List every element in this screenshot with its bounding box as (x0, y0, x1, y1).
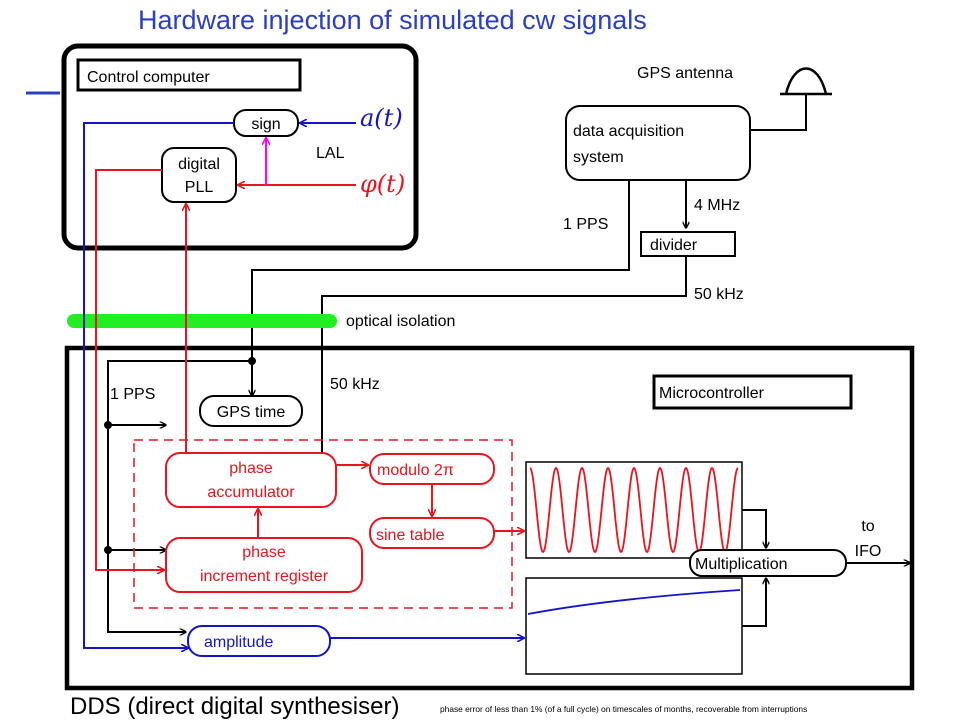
envelope-panel (525, 577, 743, 675)
phase-increment-label-line2: increment register (200, 568, 329, 585)
divider-box (640, 231, 736, 257)
microcontroller-label-box (652, 374, 853, 410)
antenna-to-daq-line (750, 94, 807, 131)
footer-main: DDS (direct digital synthesiser) (70, 693, 399, 720)
digital-pll-label-line2: PLL (185, 179, 214, 196)
phase-increment-box (165, 537, 363, 593)
phi-of-t-label: φ(t) (360, 170, 405, 198)
khz-line (322, 256, 687, 463)
gps-antenna-label: GPS antenna (637, 65, 733, 82)
microcontroller-frame (64, 345, 915, 691)
footer-note: phase error of less than 1% (of a full c… (440, 704, 807, 714)
divider-label: divider (650, 237, 698, 254)
sign-label: sign (251, 116, 280, 133)
phase-accumulator-label-line1: phase (229, 460, 273, 477)
sine-table-box (369, 517, 495, 549)
gps-antenna-icon (784, 67, 828, 95)
envelope-curve (527, 589, 741, 615)
microcontroller-label: Microcontroller (659, 385, 765, 402)
daq-pps-label: 1 PPS (563, 216, 608, 233)
a-of-t-label: a(t) (360, 104, 403, 132)
optical-isolation-label: optical isolation (346, 313, 455, 330)
page-title: Hardware injection of simulated cw signa… (138, 5, 647, 35)
micro-pps-label: 1 PPS (110, 386, 155, 403)
to-ifo-label-line2: IFO (855, 543, 882, 560)
to-ifo-label-line1: to (861, 518, 874, 535)
gps-time-label: GPS time (217, 404, 286, 421)
amplitude-label: amplitude (204, 634, 273, 651)
modulo-label: modulo 2π (377, 462, 454, 479)
pll-to-increment-line (95, 169, 164, 570)
dds-region (133, 439, 513, 609)
envelope-to-multiplication-line (742, 578, 766, 627)
junction-dot (248, 357, 256, 365)
sine-table-label: sine table (376, 527, 445, 544)
mhz-label: 4 MHz (694, 197, 740, 214)
pps-line (252, 180, 630, 396)
phase-increment-label-line1: phase (242, 544, 286, 561)
gps-time-box (199, 395, 303, 427)
multiplication-label: Multiplication (695, 556, 787, 573)
daq-label-line2: system (573, 149, 624, 166)
control-computer-frame (61, 43, 419, 251)
phase-accumulator-label-line2: accumulator (207, 484, 295, 501)
control-computer-label-box (76, 58, 302, 92)
micro-khz-label: 50 kHz (330, 376, 380, 393)
daq-box (565, 105, 751, 181)
digital-pll-box (161, 147, 237, 203)
wave-to-multiplication-line (742, 509, 766, 548)
sign-to-amplitude-line (83, 122, 234, 648)
amplitude-box (187, 625, 331, 657)
control-computer-label: Control computer (87, 69, 210, 86)
sine-wave-curve (529, 466, 739, 554)
divider-khz-label: 50 kHz (694, 286, 744, 303)
daq-label-line1: data acquisition (573, 123, 684, 140)
pps-distribution-line (107, 360, 252, 632)
phase-accumulator-box (165, 452, 337, 508)
digital-pll-label-line1: digital (178, 156, 220, 173)
lal-label: LAL (316, 145, 345, 162)
